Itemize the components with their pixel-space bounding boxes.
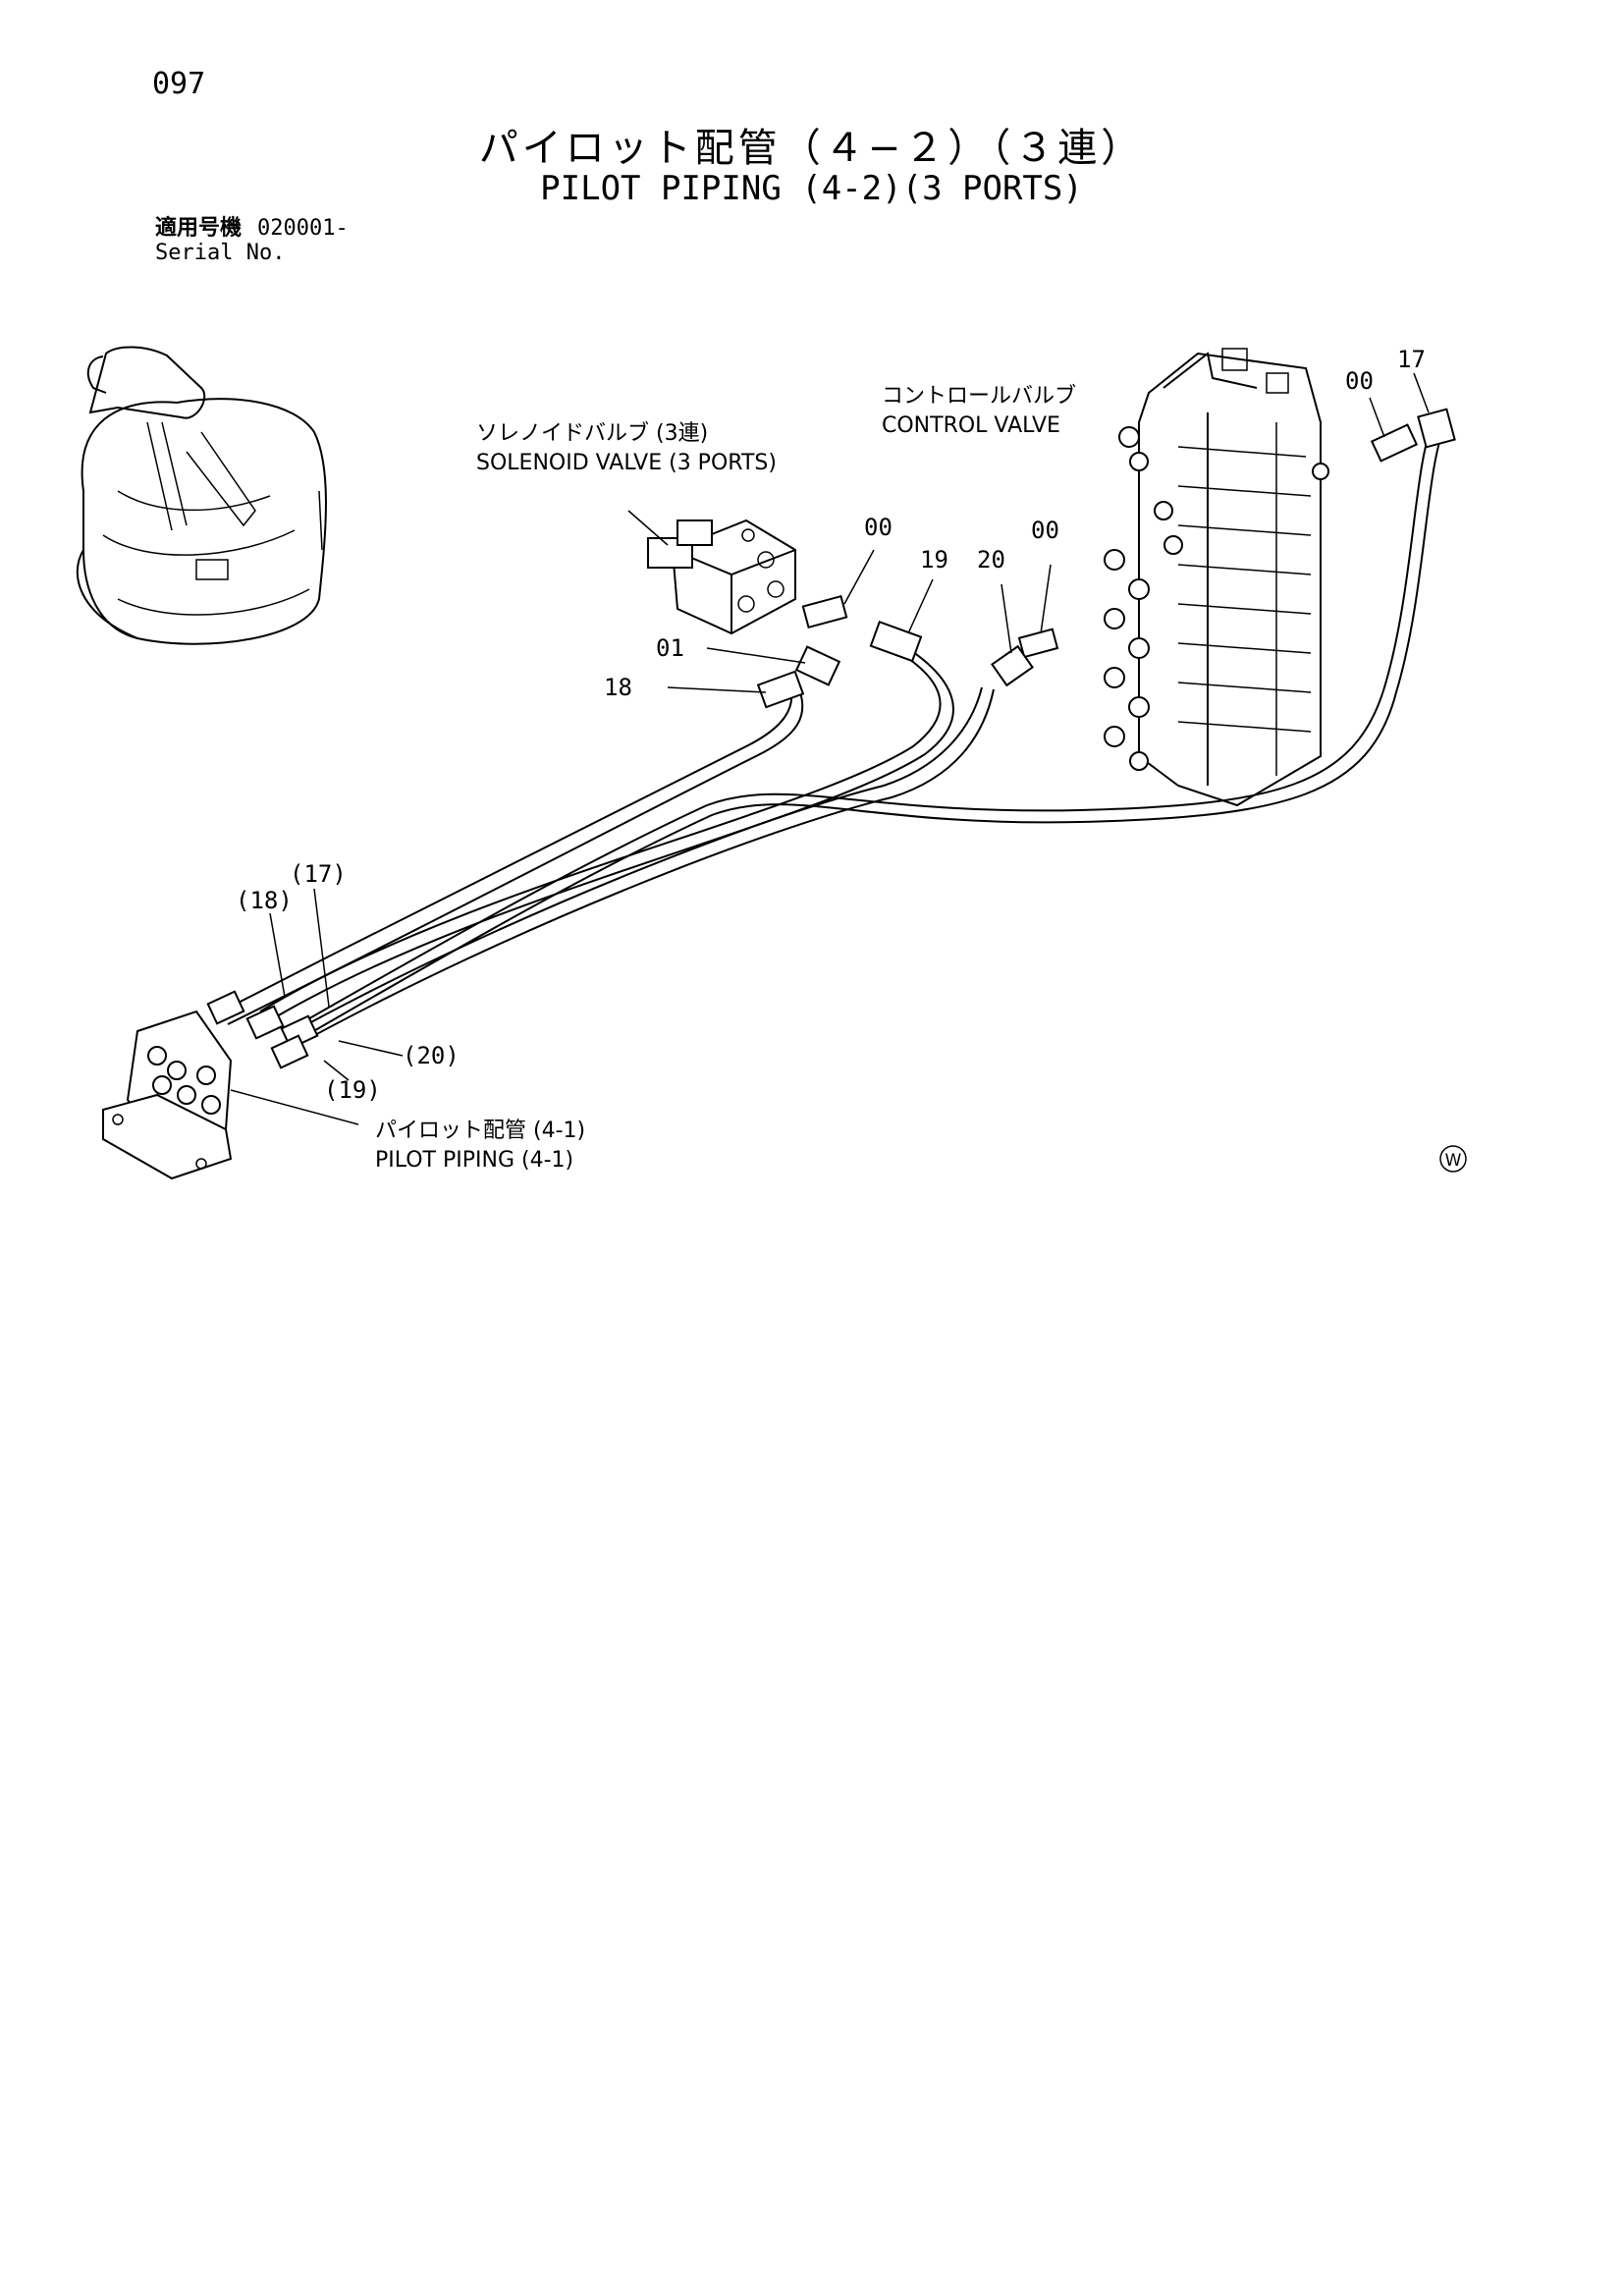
callout-18: 18 — [604, 674, 632, 701]
callout-00-control-valve: 00 — [1345, 367, 1374, 395]
callout-00-hose-20: 00 — [1031, 517, 1059, 544]
fitting-17-elbow-icon — [1417, 408, 1456, 449]
control-valve-icon — [1104, 348, 1329, 807]
solenoid-valve-label-english: SOLENOID VALVE (3 PORTS) — [476, 451, 777, 475]
callout-20-reference: (20) — [403, 1042, 460, 1069]
page-title-japanese: パイロット配管（４−２）（３連） — [478, 126, 1145, 171]
fitting-00-top-icon — [1370, 423, 1419, 463]
callout-17-reference: (17) — [290, 860, 347, 888]
page-title-english: PILOT PIPING (4-2)(3 PORTS) — [540, 169, 1083, 208]
solenoid-valve-label-japanese: ソレノイドバルブ (3連) — [476, 421, 708, 446]
serial-info: 適用号機 020001- Serial No. — [155, 216, 349, 265]
serial-label-english: Serial No. — [155, 241, 286, 265]
machine-sketch-icon — [76, 346, 327, 645]
hose-18-icon — [220, 686, 793, 1012]
fittings — [206, 408, 1456, 1069]
fitting-18-end-icon — [756, 670, 805, 709]
circled-w-mark-icon: W — [1439, 1145, 1467, 1173]
mark-letter: W — [1445, 1151, 1462, 1171]
hose-19-icon — [259, 642, 942, 1012]
leader-lines — [230, 372, 1430, 1125]
fitting-00-solenoid-icon — [801, 594, 848, 629]
control-valve-label-japanese: コントロールバルブ — [882, 384, 1076, 409]
callout-19-reference: (19) — [324, 1076, 381, 1104]
callout-01: 01 — [656, 634, 684, 662]
callout-18-reference: (18) — [236, 887, 293, 914]
page-number: 097 — [152, 67, 206, 101]
hose-20-icon — [294, 686, 983, 1032]
fitting-01-elbow-icon — [794, 645, 841, 686]
hose-17-icon — [303, 421, 1434, 1022]
callout-00-solenoid: 00 — [864, 514, 893, 541]
control-valve-label-english: CONTROL VALVE — [882, 413, 1060, 438]
fitting-19-end-icon — [869, 620, 923, 663]
fitting-00-cv-icon — [1017, 628, 1059, 659]
solenoid-valve-icon — [647, 519, 796, 635]
pilot-piping-block-icon — [102, 1010, 233, 1180]
hoses — [220, 421, 1446, 1044]
callout-20: 20 — [977, 546, 1005, 574]
pilot-piping-label-japanese: パイロット配管 (4-1) — [375, 1119, 585, 1143]
callout-17: 17 — [1397, 346, 1426, 373]
pilot-piping-label-english: PILOT PIPING (4-1) — [375, 1148, 573, 1173]
fitting-20-end-icon — [991, 644, 1034, 687]
serial-label-japanese: 適用号機 — [155, 216, 243, 241]
callout-19: 19 — [920, 546, 948, 574]
serial-number-value: 020001- — [257, 216, 349, 241]
